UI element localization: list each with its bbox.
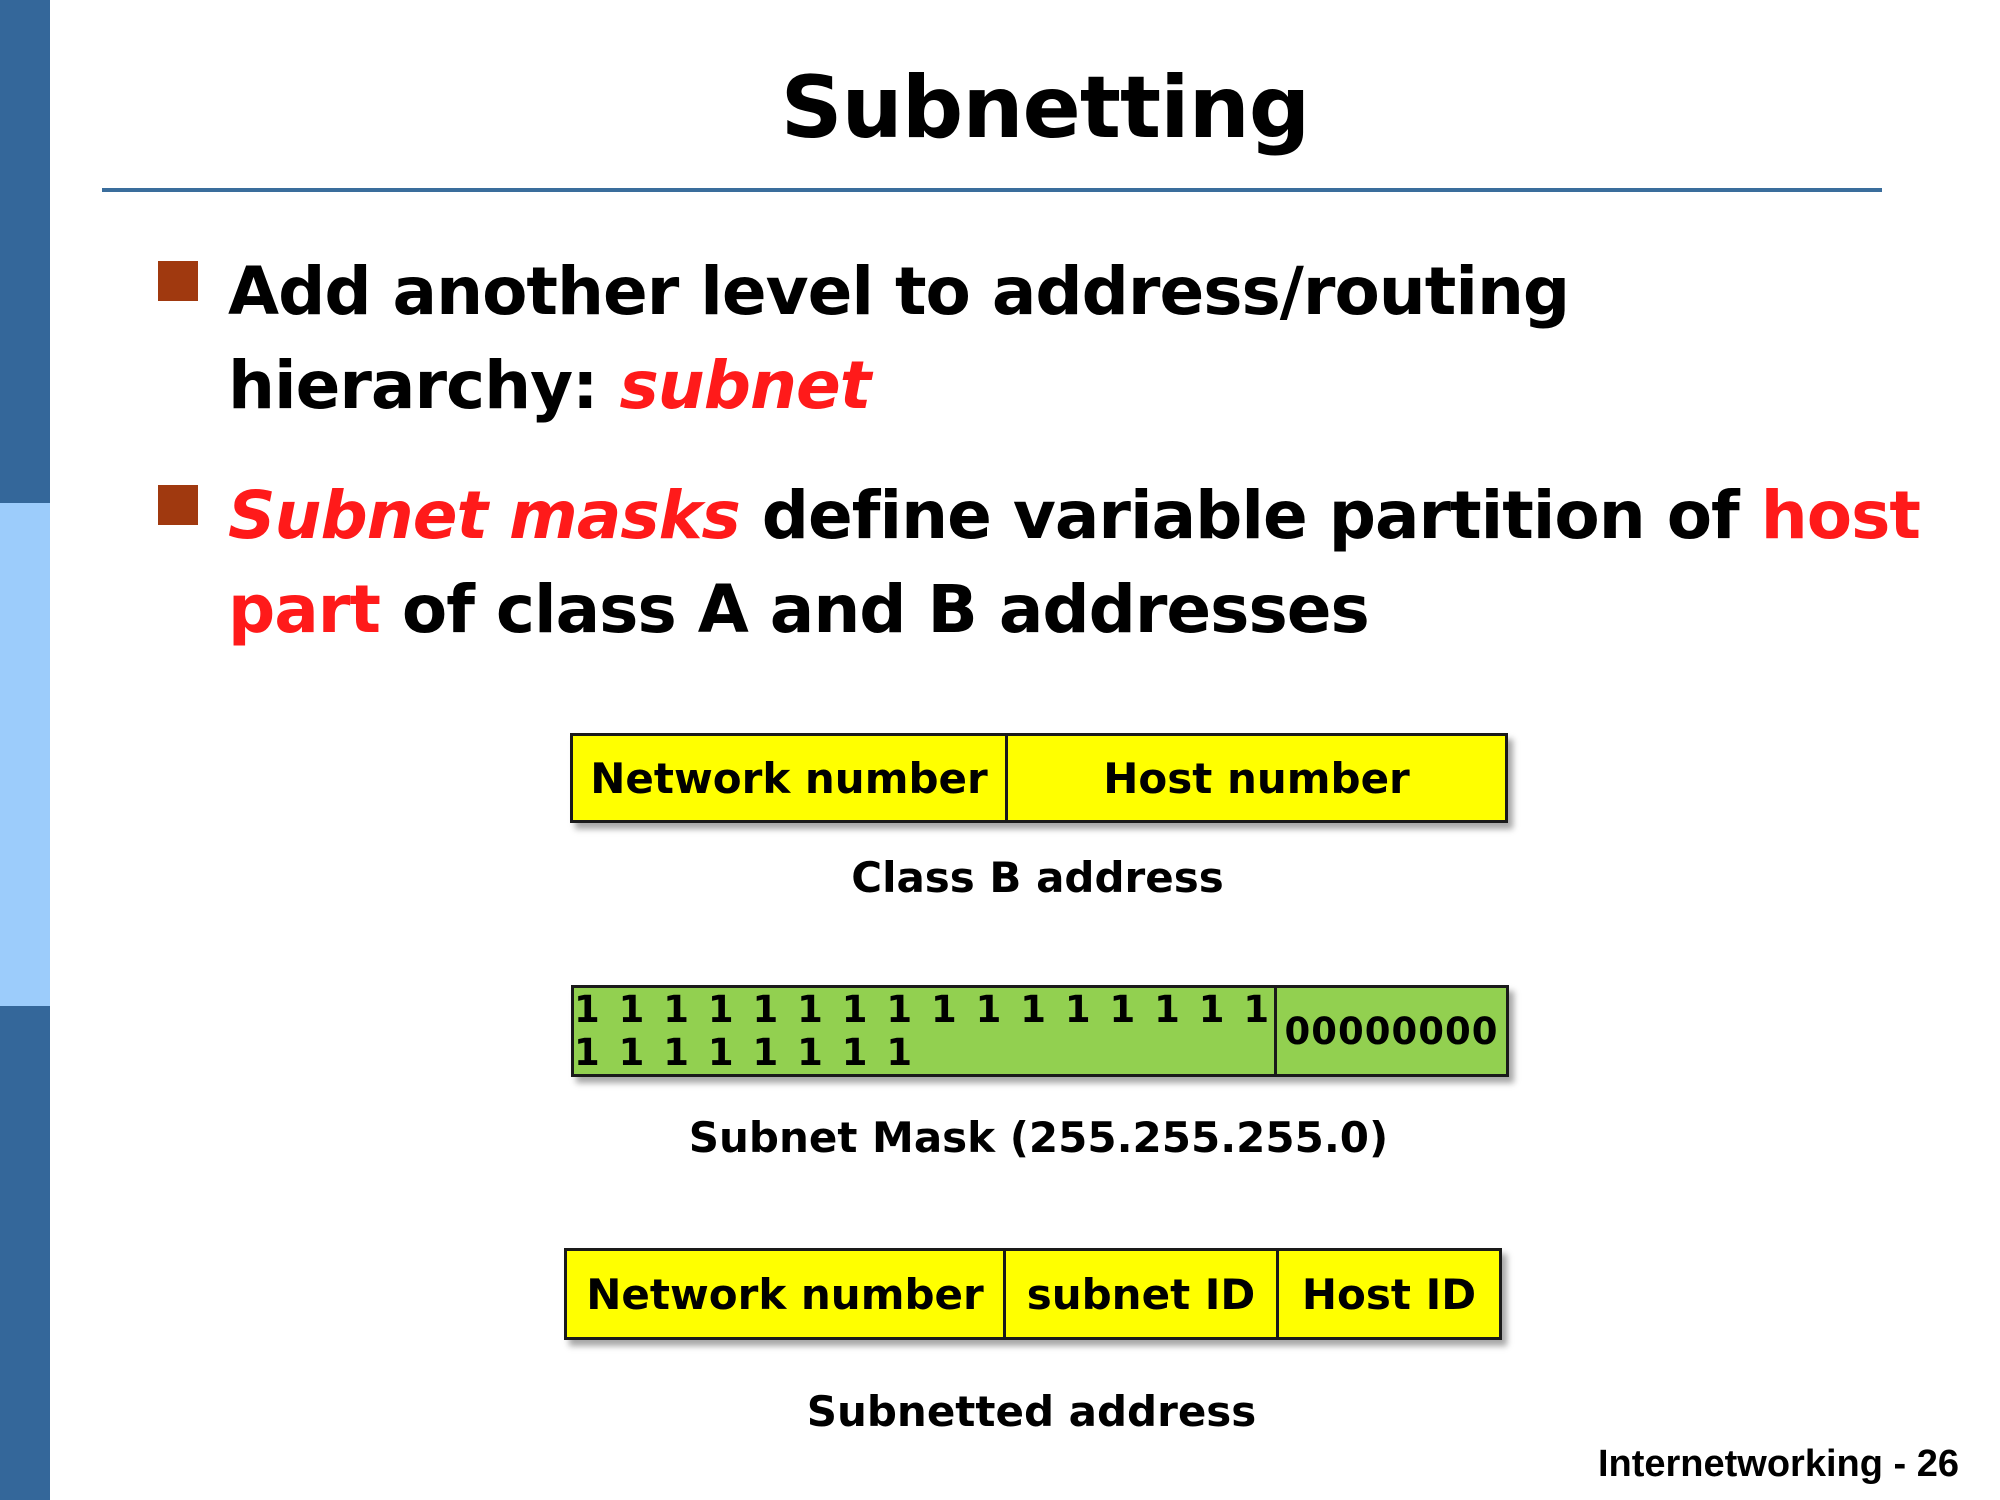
slide-title: Subnetting (780, 58, 1311, 158)
class-b-caption: Class B address (851, 853, 1224, 902)
subnetted-caption: Subnetted address (806, 1387, 1257, 1436)
bullet-text-plain: Add another level to address/routing hie… (228, 253, 1570, 424)
bullet-text: Add another level to address/routing hie… (228, 245, 1948, 433)
slide-footer: Internetworking - 26 (1597, 1443, 1959, 1485)
bullet-text-middle: define variable partition of (739, 477, 1761, 554)
bullet-text: Subnet masks define variable partition o… (228, 469, 1948, 657)
square-bullet-icon (158, 261, 198, 301)
subnetted-address-box: Network number subnet ID Host ID (564, 1248, 1502, 1340)
sidebar-segment-middle (0, 503, 50, 1006)
title-divider (102, 188, 1882, 192)
field-host-id: Host ID (1276, 1251, 1499, 1337)
field-mask-zeros: 00000000 (1274, 988, 1506, 1074)
field-mask-ones: 1 1 1 1 1 1 1 1 1 1 1 1 1 1 1 1 1 1 1 1 … (574, 988, 1273, 1074)
field-network-number: Network number (590, 753, 988, 803)
bullet-accent-host-part: host part (228, 477, 1921, 648)
subnet-mask-box: 1 1 1 1 1 1 1 1 1 1 1 1 1 1 1 1 1 1 1 1 … (571, 985, 1509, 1077)
field-host-number: Host number (1005, 736, 1505, 820)
field-network-number: Network number (586, 1269, 984, 1319)
subnet-mask-caption: Subnet Mask (255.255.255.0) (688, 1113, 1389, 1162)
sidebar-stripe (0, 0, 50, 1500)
bullet-accent-subnet-masks: Subnet masks (228, 477, 741, 554)
bullet-accent-subnet: subnet (619, 347, 872, 424)
square-bullet-icon (158, 485, 198, 525)
sidebar-segment-bottom (0, 1006, 50, 1500)
bullet-text-tail: of class A and B addresses (379, 571, 1370, 648)
sidebar-segment-top (0, 0, 50, 503)
field-subnet-id: subnet ID (1003, 1251, 1276, 1337)
class-b-address-box: Network number Host number (570, 733, 1508, 823)
